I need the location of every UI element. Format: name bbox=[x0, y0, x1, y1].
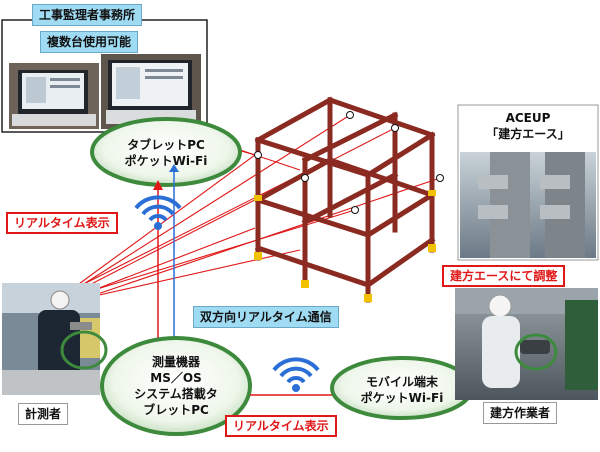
realtime-display-lower: リアルタイム表示 bbox=[225, 415, 337, 437]
office-title: 工事監理者事務所 bbox=[32, 4, 143, 26]
office-subtitle: 複数台使用可能 bbox=[40, 31, 139, 53]
column-bases bbox=[254, 190, 436, 302]
office-photo-left bbox=[9, 63, 99, 129]
aceup-caption: ACEUP 「建方エース」 bbox=[462, 110, 594, 142]
tablet-node-line1: タブレットPC bbox=[127, 138, 205, 152]
worker-label: 建方作業者 bbox=[483, 402, 558, 424]
downlink-arrow-top bbox=[169, 164, 179, 172]
survey-node-line3: システム搭載タ bbox=[134, 387, 218, 401]
survey-node-text: 測量機器 MS／OS システム搭載タ ブレットPC bbox=[106, 354, 246, 418]
aceup-line1: ACEUP bbox=[505, 111, 551, 125]
surveyor-label: 計測者 bbox=[18, 403, 69, 425]
mobile-node-line1: モバイル端末 bbox=[365, 375, 438, 389]
survey-node-line4: ブレットPC bbox=[143, 403, 209, 417]
tablet-node-text: タブレットPC ポケットWi-Fi bbox=[96, 137, 236, 169]
adjust-label: 建方エースにて調整 bbox=[442, 265, 566, 287]
tablet-node-line2: ポケットWi-Fi bbox=[124, 154, 208, 168]
surveyor-highlight bbox=[60, 330, 108, 370]
uplink-arrow bbox=[153, 180, 163, 190]
aceup-line2: 「建方エース」 bbox=[486, 127, 570, 141]
tablet-node-ellipse bbox=[90, 117, 242, 187]
survey-node-ellipse bbox=[100, 336, 252, 436]
surveyor-photo bbox=[2, 283, 100, 395]
survey-node-line2: MS／OS bbox=[150, 371, 202, 385]
aceup-photo bbox=[457, 104, 599, 261]
wifi-icon-lower bbox=[272, 357, 320, 392]
office-photo-right bbox=[101, 54, 201, 129]
worker-highlight bbox=[514, 333, 558, 371]
mobile-node-text: モバイル端末 ポケットWi-Fi bbox=[338, 374, 466, 406]
wifi-icon-upper bbox=[134, 195, 182, 230]
realtime-display-upper: リアルタイム表示 bbox=[6, 212, 118, 234]
survey-node-line1: 測量機器 bbox=[151, 355, 200, 369]
steel-frame bbox=[254, 96, 436, 303]
worker-photo bbox=[455, 288, 598, 400]
targets bbox=[254, 111, 444, 214]
bidirectional-label: 双方向リアルタイム通信 bbox=[193, 306, 339, 328]
mobile-node-line2: ポケットWi-Fi bbox=[360, 391, 444, 405]
